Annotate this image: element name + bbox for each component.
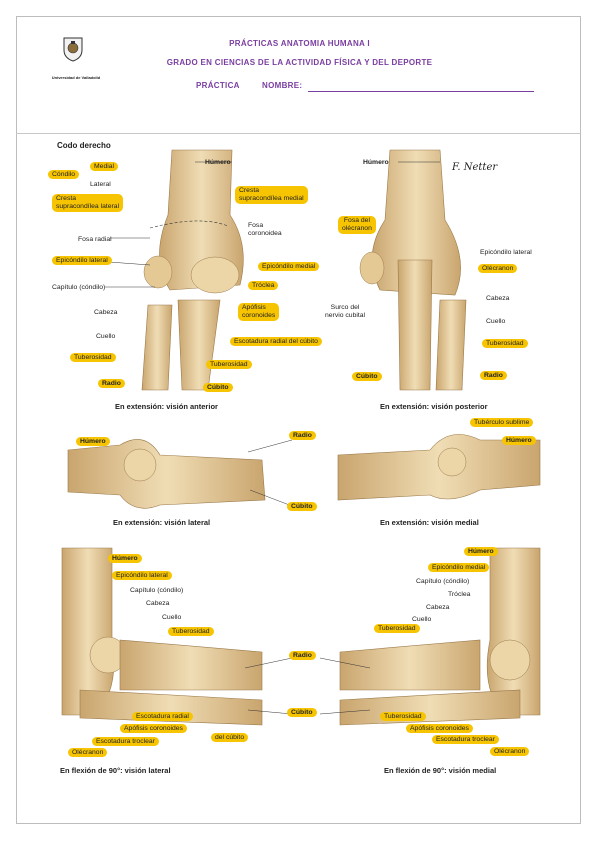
label-tuberosidad-cubito-anterior: Tuberosidad: [206, 360, 252, 369]
label-apofisis-coronoides-medial-flex: Apófisis coronoides: [406, 724, 473, 733]
label-cabeza-medial-flex: Cabeza: [426, 604, 450, 611]
label-fosa-olecranon: Fosa del olécranon: [338, 216, 376, 234]
label-olecranon-posterior: Olécranon: [478, 264, 518, 273]
caption-medial-ext: En extensión: visión medial: [380, 518, 479, 527]
caption-lateral-flex: En flexión de 90°: visión lateral: [60, 766, 171, 775]
label-cubito-flex: Cúbito: [287, 708, 317, 717]
caption-posterior: En extensión: visión posterior: [380, 402, 488, 411]
label-cubito-ext: Cúbito: [287, 502, 317, 511]
label-olecranon-lateral-flex: Olécranon: [68, 748, 108, 757]
label-medial: Medial: [90, 162, 119, 171]
label-cubito-anterior: Cúbito: [203, 383, 233, 392]
practica-label: PRÁCTICA: [196, 81, 240, 90]
university-name: Universidad de Valladolid: [51, 75, 101, 80]
caption-anterior: En extensión: visión anterior: [115, 402, 218, 411]
label-apofisis-coronoides-lateral-flex: Apófisis coronoides: [120, 724, 187, 733]
label-cubito-posterior: Cúbito: [352, 372, 382, 381]
header-divider: [16, 133, 581, 134]
anterior-view-bones: [141, 149, 244, 391]
label-olecranon-medial-flex: Olécranon: [490, 747, 530, 756]
label-tuberosidad-radio-anterior: Tuberosidad: [70, 353, 116, 362]
label-cuello-posterior: Cuello: [486, 318, 506, 325]
label-epicondilo-medial-anterior: Epicóndilo medial: [258, 262, 320, 271]
label-humero-lateral-ext: Húmero: [76, 437, 110, 446]
label-radio-posterior: Radio: [480, 371, 507, 380]
posterior-view-bones: [359, 149, 467, 391]
label-fosa-coronoidea: Fosa coronoidea: [248, 222, 282, 237]
label-escotadura-radial-flex: Escotadura radial: [132, 712, 193, 721]
label-epicondilo-lateral-anterior: Epicóndilo lateral: [52, 256, 112, 265]
label-capitulo-lateral-flex: Capítulo (cóndilo): [130, 587, 184, 594]
section-title: Codo derecho: [57, 141, 111, 150]
label-tuberosidad-cubito-medial-flex: Tuberosidad: [380, 712, 426, 721]
caption-medial-flex: En flexión de 90°: visión medial: [384, 766, 497, 775]
label-troclea-medial-flex: Tróclea: [448, 591, 471, 598]
label-humero-anterior: Húmero: [205, 159, 231, 166]
label-escotadura-radial-anterior: Escotadura radial del cúbito: [230, 337, 322, 346]
label-lateral: Lateral: [90, 181, 111, 188]
label-condilo: Cóndilo: [48, 170, 80, 179]
page-frame: [16, 16, 581, 824]
label-cuello-anterior: Cuello: [96, 333, 116, 340]
label-humero-medial-flex: Húmero: [464, 547, 498, 556]
label-del-cubito: del cúbito: [211, 733, 249, 742]
medial-flexion-bones: [339, 547, 541, 726]
label-escotadura-troclear-lateral-flex: Escotadura troclear: [92, 737, 159, 746]
label-tuberculo-sublime: Tubérculo sublime: [470, 418, 534, 427]
label-radio-ext: Radio: [289, 431, 316, 440]
label-cabeza-anterior: Cabeza: [94, 309, 118, 316]
label-fosa-radial: Fosa radial: [78, 236, 112, 243]
lateral-extension-bones: [67, 439, 266, 509]
label-cuello-medial-flex: Cuello: [412, 616, 432, 623]
label-apofisis-coronoides-anterior: Apófisis coronoides: [238, 303, 280, 321]
label-radio-flex: Radio: [289, 651, 316, 660]
label-humero-lateral-flex: Húmero: [108, 554, 142, 563]
label-tuberosidad-medial-flex: Tuberosidad: [374, 624, 420, 633]
label-epicondilo-lateral-flex: Epicóndilo lateral: [112, 571, 172, 580]
label-escotadura-troclear-medial-flex: Escotadura troclear: [432, 735, 499, 744]
label-capitulo-anterior: Capítulo (cóndilo): [52, 284, 106, 291]
label-radio-anterior: Radio: [98, 379, 125, 388]
label-cresta-supracondilea-medial: Cresta supracondílea medial: [235, 186, 308, 204]
medial-extension-bones: [337, 434, 541, 501]
label-tuberosidad-posterior: Tuberosidad: [482, 339, 528, 348]
label-troclea-anterior: Tróclea: [248, 281, 279, 290]
label-cuello-lateral-flex: Cuello: [162, 614, 182, 621]
label-humero-posterior: Húmero: [363, 159, 389, 166]
nombre-field-line[interactable]: [308, 91, 534, 92]
label-surco-nervio-cubital: Surco del nervio cubital: [325, 304, 366, 319]
label-humero-medial-ext: Húmero: [502, 436, 536, 445]
label-epicondilo-medial-flex: Epicóndilo medial: [428, 563, 490, 572]
label-cabeza-lateral-flex: Cabeza: [146, 600, 170, 607]
degree-title: GRADO EN CIENCIAS DE LA ACTIVIDAD FÍSICA…: [166, 58, 433, 67]
nombre-label: NOMBRE:: [262, 81, 303, 90]
caption-lateral-ext: En extensión: visión lateral: [113, 518, 211, 527]
course-title: PRÁCTICAS ANATOMIA HUMANA I: [229, 39, 370, 48]
label-tuberosidad-lateral-flex: Tuberosidad: [168, 627, 214, 636]
artist-signature: F. Netter: [452, 162, 498, 173]
label-capitulo-medial-flex: Capítulo (cóndilo): [416, 578, 470, 585]
label-cresta-supracondilea-lateral: Cresta supracondílea lateral: [52, 194, 124, 212]
label-cabeza-posterior: Cabeza: [486, 295, 510, 302]
lateral-flexion-bones: [61, 547, 263, 726]
label-epicondilo-lateral-posterior: Epicóndilo lateral: [480, 249, 532, 256]
university-crest-icon: [63, 37, 83, 62]
